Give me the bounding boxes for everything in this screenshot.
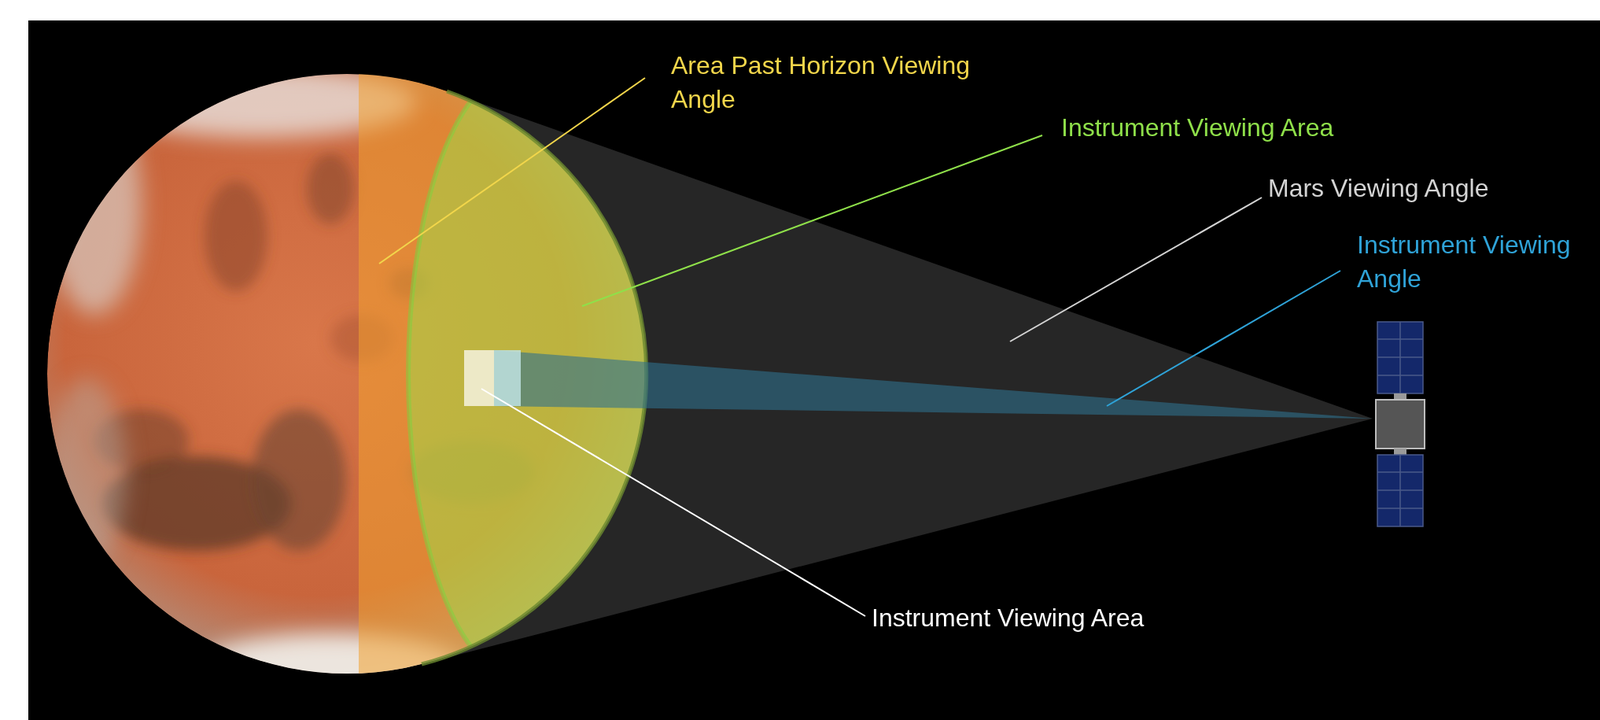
space-background xyxy=(28,20,1600,720)
callout-label: Instrument Viewing Angle xyxy=(1356,228,1593,296)
leader-line xyxy=(1106,270,1341,406)
callout-label: Instrument Viewing Area xyxy=(871,600,1144,635)
leader-line xyxy=(379,77,646,264)
leader-line xyxy=(481,388,866,616)
instrument-footprint xyxy=(464,350,495,406)
instrument-viewing-cone xyxy=(494,350,1373,419)
callout-label: Area Past Horizon Viewing Angle xyxy=(670,48,1002,117)
callout-label: Instrument Viewing Area xyxy=(1061,110,1334,145)
spacecraft xyxy=(1375,321,1425,527)
leader-line xyxy=(1010,197,1262,342)
leader-line xyxy=(582,135,1043,306)
callout-label: Mars Viewing Angle xyxy=(1268,171,1489,206)
